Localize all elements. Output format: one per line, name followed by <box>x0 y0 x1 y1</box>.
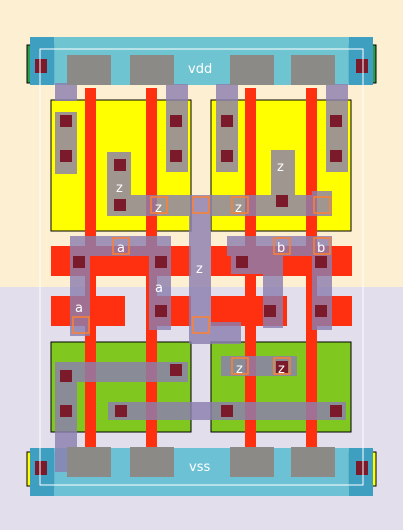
contact-poly-2 <box>155 256 167 268</box>
via-7 <box>313 237 331 255</box>
vdd-pad-1 <box>67 55 111 85</box>
label-b-left: b <box>277 241 285 256</box>
via-11 <box>273 357 291 375</box>
m1-z-center-foot <box>189 322 241 344</box>
contact-poly-4 <box>315 256 327 268</box>
contact-p-5 <box>221 115 233 127</box>
via-4 <box>313 196 331 214</box>
contact-n-5 <box>221 405 233 417</box>
contact-n-7 <box>276 361 288 373</box>
contact-poly-3 <box>236 256 248 268</box>
contact-poly-7 <box>315 305 327 317</box>
m1-vdd-strap-left <box>55 83 77 101</box>
m1-a-strap <box>70 236 170 256</box>
vss-pad-1 <box>67 447 111 477</box>
vdd-pad-3 <box>230 55 274 85</box>
m1-n-strap-left <box>60 362 188 382</box>
contact-n-6 <box>330 405 342 417</box>
contact-p-2 <box>60 150 72 162</box>
contact-p-7 <box>330 115 342 127</box>
contact-z-3 <box>276 195 288 207</box>
m1-z-bar <box>107 195 332 216</box>
label-b-right: b <box>317 241 325 256</box>
label-a-middle: a <box>155 281 163 296</box>
vss-pad-3 <box>230 447 274 477</box>
contact-tap-bl <box>35 461 47 475</box>
m1-z-center <box>189 195 211 342</box>
contact-tap-tr <box>356 59 368 73</box>
contact-n-4 <box>115 405 127 417</box>
contact-poly-6 <box>264 305 276 317</box>
contact-p-3 <box>170 115 182 127</box>
pad-layer <box>67 55 335 477</box>
contact-n-1 <box>60 370 72 382</box>
contact-p-1 <box>60 115 72 127</box>
label-z-upper-right: z <box>277 160 284 175</box>
contact-poly-5 <box>155 305 167 317</box>
via-8 <box>72 316 90 334</box>
via-1 <box>150 196 168 214</box>
via-layer <box>72 196 331 375</box>
via-6 <box>273 237 291 255</box>
contact-z-1 <box>114 159 126 171</box>
label-z-lower-left: z <box>236 362 243 377</box>
label-a-lower: a <box>75 301 83 316</box>
label-a-upper: a <box>117 241 125 256</box>
via-2 <box>192 196 210 214</box>
label-z-bar-right: z <box>235 201 242 216</box>
vss-pad-2 <box>130 447 174 477</box>
contact-z-2 <box>114 199 126 211</box>
contact-p-6 <box>221 150 233 162</box>
via-3 <box>231 196 249 214</box>
contact-p-8 <box>330 150 342 162</box>
contact-n-3 <box>170 364 182 376</box>
vdd-pad-4 <box>291 55 335 85</box>
label-vss: vss <box>189 460 210 475</box>
contact-tap-tl <box>35 59 47 73</box>
contact-n-2 <box>60 405 72 417</box>
via-10 <box>231 357 249 375</box>
contact-tap-br <box>356 461 368 475</box>
label-z-center: z <box>196 262 203 277</box>
via-5 <box>112 237 130 255</box>
label-z-bar-left: z <box>155 201 162 216</box>
via-9 <box>192 316 210 334</box>
abutment-box <box>39 48 364 486</box>
contact-p-4 <box>170 150 182 162</box>
label-z-lower-right: z <box>278 362 285 377</box>
label-vdd: vdd <box>188 62 212 77</box>
vdd-pad-2 <box>130 55 174 85</box>
contact-poly-1 <box>73 256 85 268</box>
label-z-upper-left: z <box>116 181 123 196</box>
contact-layer <box>35 59 368 475</box>
vss-pad-4 <box>291 447 335 477</box>
